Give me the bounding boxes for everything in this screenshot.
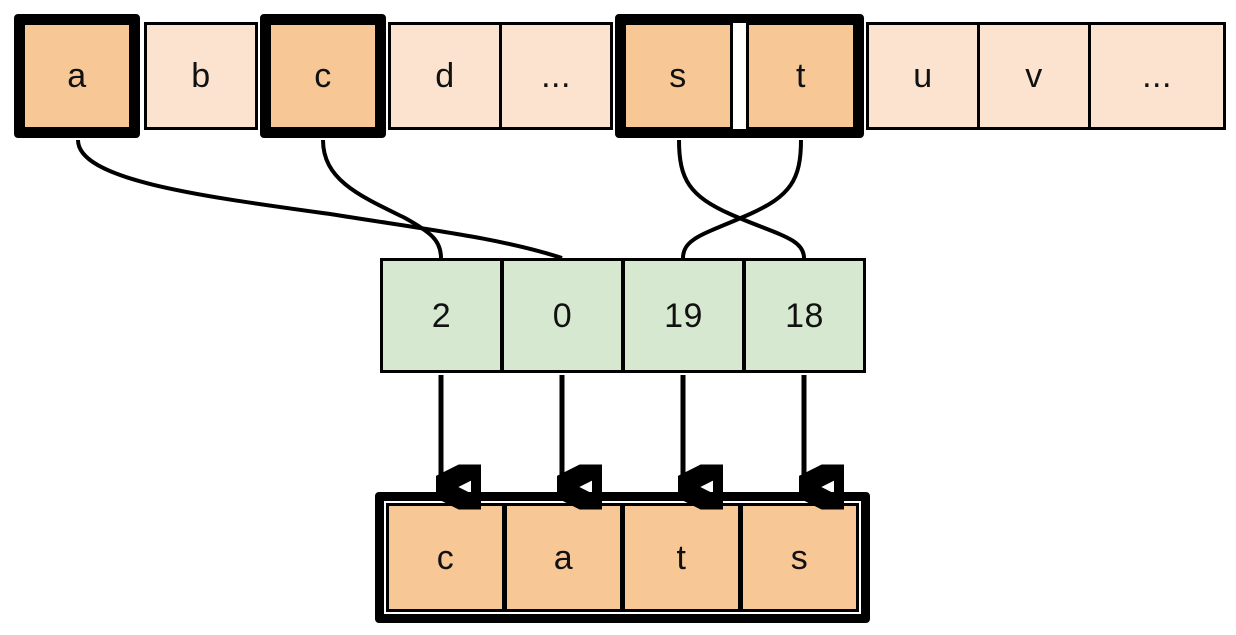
vocab-cell-c[interactable]: c bbox=[268, 22, 378, 130]
vocab-cell-v[interactable]: v bbox=[977, 22, 1091, 130]
vocab-cell-b[interactable]: b bbox=[144, 22, 258, 130]
index-cell-1[interactable]: 0 bbox=[501, 258, 624, 373]
vocab-cell-a[interactable]: a bbox=[22, 22, 132, 130]
vocab-cell-s[interactable]: s bbox=[623, 22, 733, 130]
wire-a-to-index-1 bbox=[76, 139, 563, 260]
wire-c-to-index-0 bbox=[321, 139, 443, 259]
index-cell-2[interactable]: 19 bbox=[622, 258, 745, 373]
vocab-cell-u[interactable]: u bbox=[866, 22, 980, 130]
vocab-cell-t[interactable]: t bbox=[746, 22, 856, 130]
output-cell-0[interactable]: c bbox=[386, 503, 505, 612]
output-cell-3[interactable]: s bbox=[740, 503, 859, 612]
wire-t-to-index-2 bbox=[681, 139, 803, 259]
output-cell-1[interactable]: a bbox=[504, 503, 623, 612]
index-cell-0[interactable]: 2 bbox=[380, 258, 503, 373]
vocab-cell-ellipsis-2: ... bbox=[1088, 22, 1226, 130]
index-cell-3[interactable]: 18 bbox=[743, 258, 866, 373]
wire-s-to-index-3 bbox=[677, 139, 806, 259]
vocab-cell-ellipsis-1: ... bbox=[499, 22, 613, 130]
output-cell-2[interactable]: t bbox=[622, 503, 741, 612]
vocab-cell-d[interactable]: d bbox=[388, 22, 502, 130]
